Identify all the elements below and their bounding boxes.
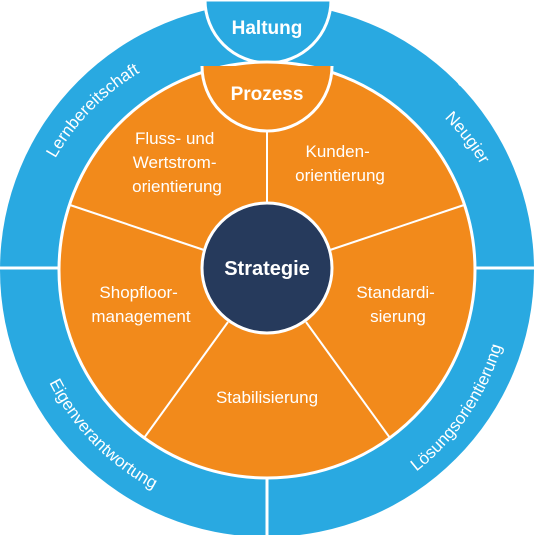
segment-line: orientierung	[132, 177, 222, 196]
prozess-label: Prozess	[231, 84, 304, 105]
haltung-label: Haltung	[232, 18, 303, 39]
segment-shopfloor-management: Shopfloor- management	[91, 283, 191, 326]
segment-line: Kunden-	[305, 142, 369, 161]
outer-ring-dividers	[0, 13, 535, 535]
segment-kundenorientierung: Kunden- orientierung	[295, 142, 385, 185]
inner-disc-dividers	[69, 130, 465, 439]
segment-line: sierung	[370, 307, 426, 326]
segment-line: Wertstrom-	[133, 153, 217, 172]
center-circle	[200, 201, 334, 335]
segment-stabilisierung: Stabilisierung	[216, 388, 318, 407]
segment-line: orientierung	[295, 166, 385, 185]
segment-standardisierung: Standardi- sierung	[356, 283, 439, 326]
segment-line: Shopfloor-	[99, 283, 177, 302]
center-label: Strategie	[224, 258, 310, 280]
segment-fluss-und-wertstromorientierung: Fluss- und Wertstrom- orientierung	[132, 129, 222, 196]
segment-line: Standardi-	[356, 283, 434, 302]
segment-line: management	[91, 307, 191, 326]
segment-line: Stabilisierung	[216, 388, 318, 407]
segment-line: Fluss- und	[135, 129, 214, 148]
